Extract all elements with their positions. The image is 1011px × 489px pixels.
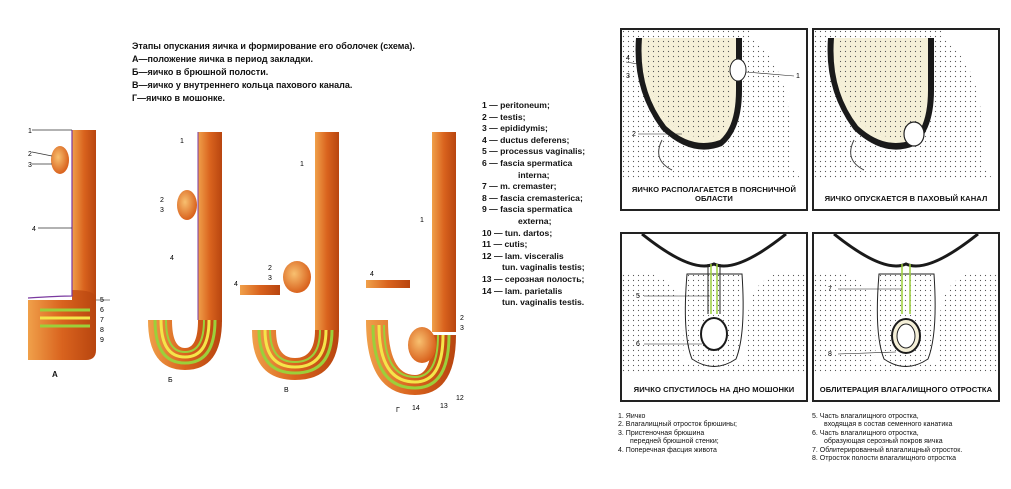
russian-legend-2: 5. Часть влагалищного отростка, входящая…	[812, 413, 1007, 463]
legend-item: 2 — testis;	[482, 111, 526, 122]
svg-text:Г: Г	[396, 407, 400, 414]
svg-text:2: 2	[460, 315, 464, 322]
title-line-c: В—яичко у внутреннего кольца пахового ка…	[132, 80, 353, 90]
svg-text:Б: Б	[168, 377, 173, 384]
svg-text:14: 14	[412, 405, 420, 412]
svg-text:1: 1	[300, 161, 304, 168]
svg-text:13: 13	[440, 403, 448, 410]
legend-item: 11 — cutis;	[482, 239, 528, 250]
legend-item: interna;	[518, 169, 550, 180]
svg-text:7: 7	[828, 286, 832, 293]
legend-item: 12 — lam. visceralis	[482, 250, 564, 261]
legend-item: 5. Часть влагалищного отростка,	[812, 413, 919, 420]
legend-item: tun. vaginalis testis.	[502, 297, 585, 308]
panel-caption: ЯИЧКО ОПУСКАЕТСЯ В ПАХОВЫЙ КАНАЛ	[824, 194, 988, 203]
stage-label-a: А	[52, 370, 58, 379]
svg-text:4: 4	[370, 271, 374, 278]
legend-item: 10 — tun. dartos;	[482, 227, 553, 238]
title-line-d: Г—яичко в мошонке.	[132, 93, 226, 103]
panel-inguinal-descent: ЯИЧКО ОПУСКАЕТСЯ В ПАХОВЫЙ КАНАЛ	[812, 28, 1000, 211]
svg-text:12: 12	[456, 395, 464, 402]
legend-item: tun. vaginalis testis;	[502, 262, 585, 273]
legend-item: входящая в состав семенного канатика	[824, 421, 953, 429]
legend-item: 9 — fascia spermatica	[482, 204, 573, 215]
legend-item: 1. Яичко	[618, 413, 646, 420]
stage-v-drawing: 1 2 3 4 В	[234, 132, 339, 394]
svg-text:2: 2	[160, 197, 164, 204]
legend-item: 3 — epididymis;	[482, 123, 548, 134]
latin-legend: 1 — peritoneum; 2 — testis; 3 — epididym…	[482, 100, 602, 309]
legend-item: 3. Пристеночная брюшина	[618, 429, 705, 437]
panel-scrotum-bottom: 5 6 ЯИЧКО СПУСТИЛОСЬ НА ДНО МОШОНКИ	[620, 232, 808, 402]
legend-item: 8. Отросток полости влагалищного отростк…	[812, 455, 957, 463]
stage-b-drawing: 1 2 3 4 Б	[148, 132, 222, 384]
stage-g-drawing: 1 4 2 3 14 13 12 Г	[366, 132, 464, 414]
legend-item: externa;	[518, 215, 552, 226]
svg-text:1: 1	[796, 73, 800, 80]
legend-item: 14 — lam. parietalis	[482, 285, 563, 296]
svg-text:4: 4	[170, 255, 174, 262]
svg-text:9: 9	[100, 337, 104, 344]
svg-text:6: 6	[100, 307, 104, 314]
svg-text:5: 5	[100, 297, 104, 304]
panel-caption: ЯИЧКО РАСПОЛАГАЕТСЯ В ПОЯСНИЧНОЙ ОБЛАСТИ	[631, 185, 797, 203]
svg-text:3: 3	[268, 275, 272, 282]
svg-text:1: 1	[180, 138, 184, 145]
panel-caption: ОБЛИТЕРАЦИЯ ВЛАГАЛИЩНОГО ОТРОСТКА	[819, 385, 993, 394]
legend-item: 13 — серозная полость;	[482, 273, 585, 284]
russian-legend-1: 1. Яичко 2. Влагалищный отросток брюшины…	[618, 413, 803, 455]
panel-caption: ЯИЧКО СПУСТИЛОСЬ НА ДНО МОШОНКИ	[633, 385, 795, 394]
svg-text:1: 1	[420, 217, 424, 224]
svg-text:4: 4	[626, 55, 630, 62]
svg-text:4: 4	[32, 226, 36, 233]
legend-item: 5 — processus vaginalis;	[482, 146, 586, 157]
legend-item: передней брюшной стенки;	[630, 438, 719, 446]
svg-text:2: 2	[28, 151, 32, 158]
svg-text:4: 4	[234, 281, 238, 288]
legend-item: 4. Поперечная фасция живота	[618, 446, 717, 454]
title-line-a: А—положение яичка в период закладки.	[132, 54, 313, 64]
title-line-b: Б—яичко в брюшной полости.	[132, 67, 269, 77]
svg-text:В: В	[284, 387, 289, 394]
legend-item: 6 — fascia spermatica	[482, 157, 573, 168]
svg-text:1: 1	[28, 128, 32, 135]
svg-text:3: 3	[626, 73, 630, 80]
legend-item: 2. Влагалищный отросток брюшины;	[618, 421, 738, 429]
legend-item: образующая серозный покров яичка	[824, 438, 943, 446]
legend-item: 4 — ductus deferens;	[482, 134, 570, 145]
stage-a-drawing: 1 2 3 4 5 6 7 8 9	[27, 128, 110, 360]
legend-item: 6. Часть влагалищного отростка,	[812, 429, 919, 437]
svg-text:8: 8	[828, 351, 832, 358]
left-figure-title: Этапы опускания яичка и формирование его…	[132, 40, 492, 105]
panel-lumbar-position: 1 4 3 2 ЯИЧКО РАСПОЛАГАЕТСЯ В ПОЯСНИЧНОЙ…	[620, 28, 808, 211]
title-heading: Этапы опускания яичка и формирование его…	[132, 41, 415, 51]
legend-item: 8 — fascia cremasterica;	[482, 192, 583, 203]
svg-text:8: 8	[100, 327, 104, 334]
svg-text:3: 3	[160, 207, 164, 214]
panel-obliteration: 7 8 ОБЛИТЕРАЦИЯ ВЛАГАЛИЩНОГО ОТРОСТКА	[812, 232, 1000, 402]
legend-item: 7 — m. cremaster;	[482, 181, 557, 192]
svg-text:3: 3	[460, 325, 464, 332]
svg-text:2: 2	[632, 131, 636, 138]
legend-item: 1 — peritoneum;	[482, 100, 550, 110]
svg-text:5: 5	[636, 293, 640, 300]
svg-text:2: 2	[268, 265, 272, 272]
svg-text:6: 6	[636, 341, 640, 348]
legend-item: 7. Облитерированный влагалищный отросток…	[812, 446, 963, 454]
svg-text:3: 3	[28, 162, 32, 169]
svg-text:7: 7	[100, 317, 104, 324]
testis-descent-stages-diagram: 1 2 3 4 5 6 7 8 9 1 2 3 4 Б 1 2 3 4	[27, 128, 464, 414]
